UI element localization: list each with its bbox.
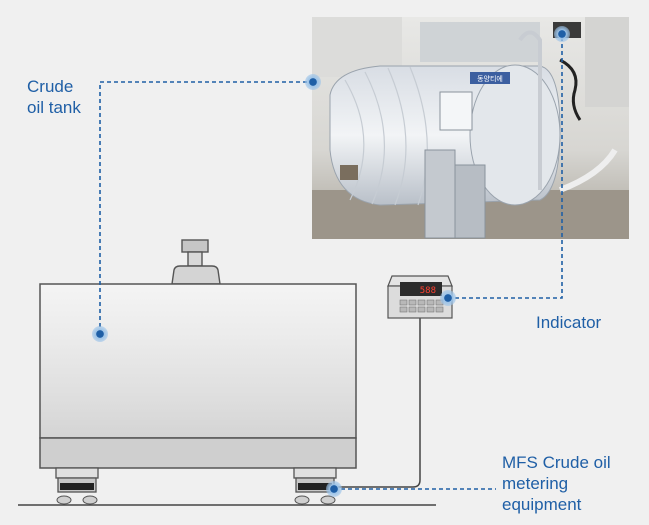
indicator-label: Indicator bbox=[536, 313, 602, 332]
signal-cable bbox=[336, 318, 421, 488]
marker-tank bbox=[92, 326, 108, 342]
load-cell-right bbox=[293, 467, 337, 505]
marker-photo bbox=[305, 74, 321, 90]
crude-oil-tank-label: Crude oil tank bbox=[27, 76, 81, 118]
crude-oil-tank-label-line2: oil tank bbox=[27, 98, 81, 117]
crude-oil-tank bbox=[39, 239, 357, 469]
indicator-screen bbox=[400, 282, 442, 296]
leader-indicator bbox=[448, 34, 563, 299]
tank-photo: 동양티에 bbox=[312, 17, 629, 239]
leader-tank bbox=[99, 81, 313, 334]
mfs-equipment-label-line1: MFS Crude oil bbox=[502, 453, 611, 472]
photo-panel-text: 동양티에 bbox=[477, 74, 503, 83]
tank-body bbox=[39, 283, 357, 439]
mfs-equipment-label-line2: metering bbox=[502, 474, 569, 493]
leader-lines bbox=[99, 34, 563, 490]
load-cell-left bbox=[55, 467, 99, 505]
mfs-equipment-label: MFS Crude oil metering equipment bbox=[502, 452, 611, 515]
tank-hatch bbox=[171, 265, 221, 285]
indicator-readout: 588 bbox=[420, 286, 436, 296]
marker-photo-indicator bbox=[554, 26, 570, 42]
mfs-equipment-label-line3: equipment bbox=[502, 495, 582, 514]
tank-cap-top bbox=[181, 239, 209, 253]
marker-indicator bbox=[440, 290, 456, 306]
marker-mfs bbox=[326, 481, 342, 497]
tank-base bbox=[39, 437, 357, 469]
markers bbox=[92, 26, 570, 497]
crude-oil-tank-label-line1: Crude bbox=[27, 77, 74, 96]
